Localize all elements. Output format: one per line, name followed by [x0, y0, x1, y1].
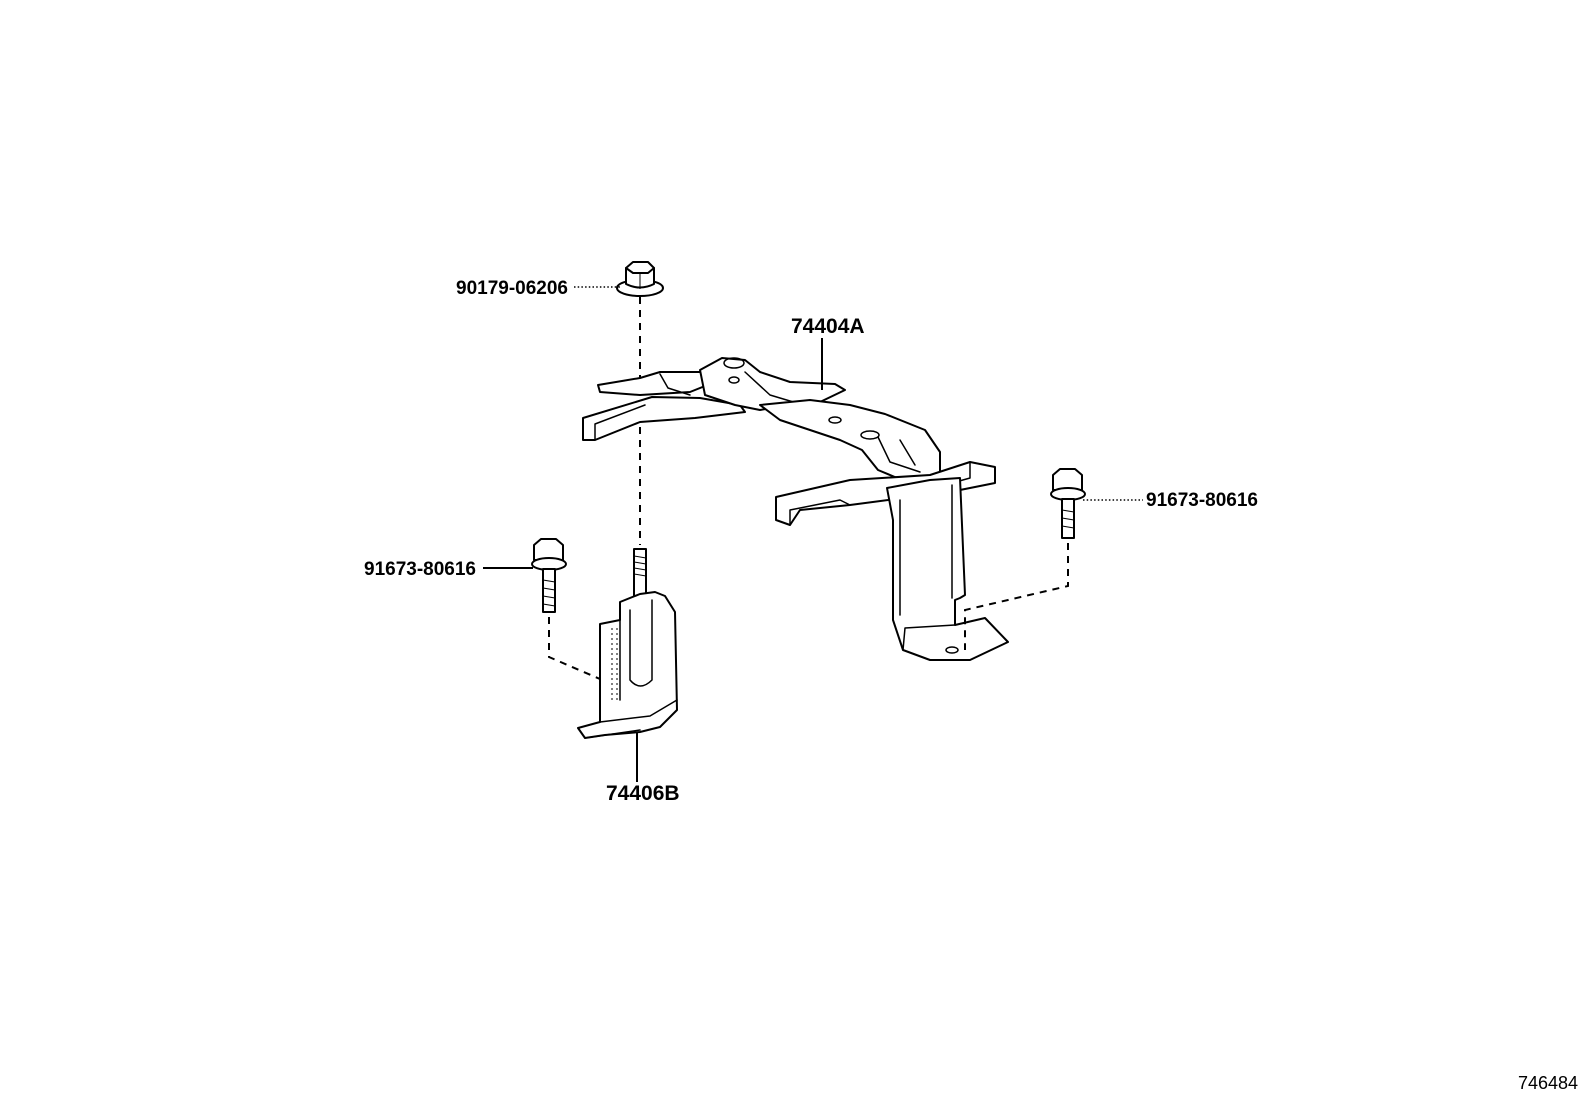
callout-bolt-left[interactable]: 91673-80616: [364, 559, 476, 580]
illustration-code: 746484: [1518, 1073, 1578, 1093]
callout-bolt-right[interactable]: 91673-80616: [1146, 490, 1258, 511]
callout-bracket-lower[interactable]: 74406B: [606, 782, 680, 805]
lower-bracket-74406b[interactable]: [577, 591, 678, 739]
flange-bolt-left-icon[interactable]: [531, 538, 567, 613]
main-bracket-74404a[interactable]: [582, 357, 1009, 661]
callout-bracket-main[interactable]: 74404A: [791, 315, 865, 338]
flange-nut-icon[interactable]: [616, 261, 664, 297]
flange-bolt-right-icon[interactable]: [1050, 468, 1086, 539]
bolt-left-install-path: [548, 617, 631, 712]
bolt-right-install-path: [964, 543, 1069, 650]
callout-nut-top[interactable]: 90179-06206: [456, 278, 568, 299]
